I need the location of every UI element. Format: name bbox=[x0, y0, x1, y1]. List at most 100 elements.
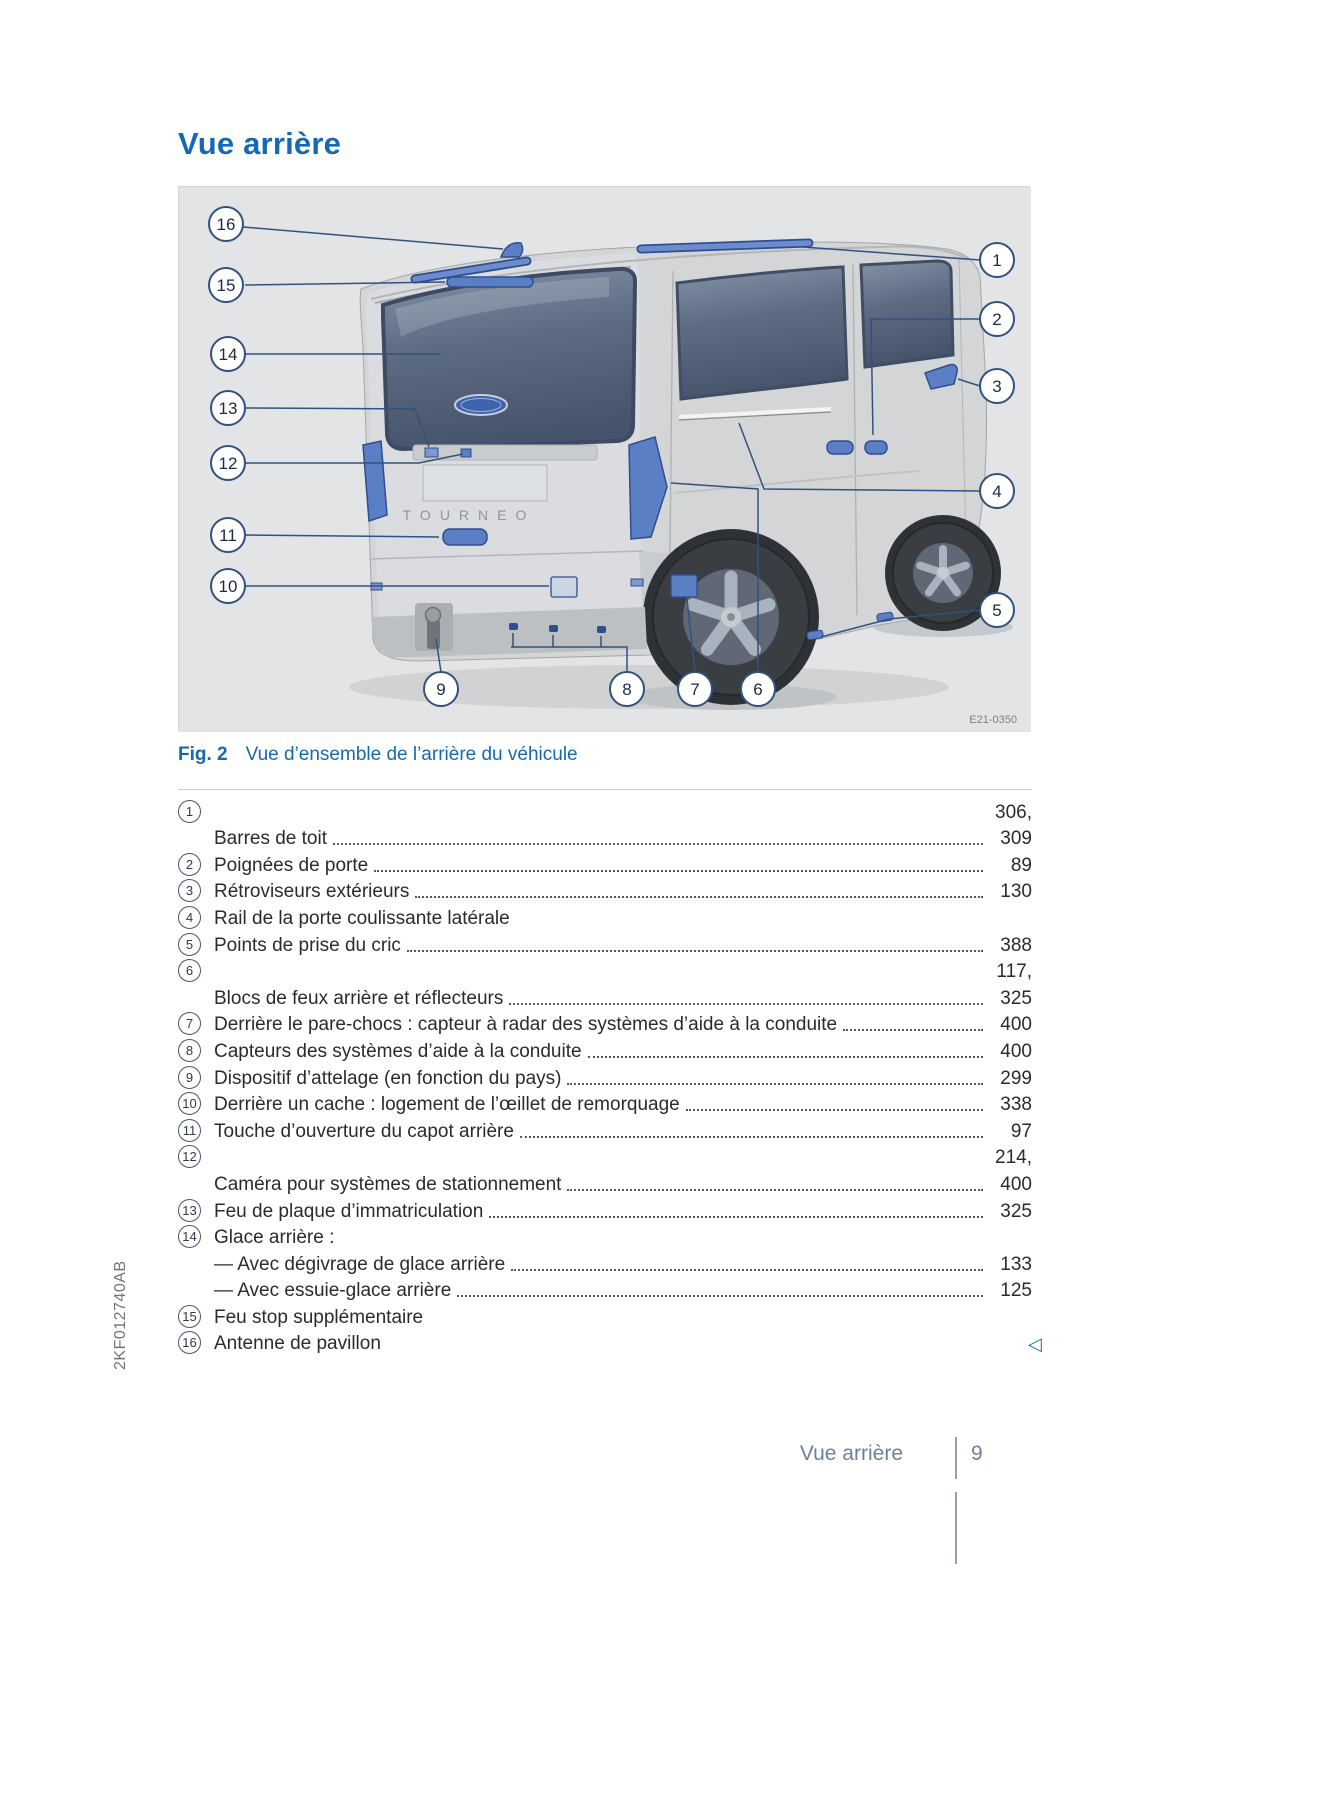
callout-15: 15 bbox=[208, 267, 244, 303]
legend-number-cell: 11 bbox=[178, 1118, 214, 1143]
legend-page-number: 309 bbox=[1000, 828, 1032, 850]
reflector-right bbox=[630, 578, 644, 587]
legend-item-number: 10 bbox=[178, 1092, 201, 1116]
figure-image-code: E21-0350 bbox=[969, 714, 1017, 726]
callout-1: 1 bbox=[979, 242, 1015, 278]
legend-row: 4 Rail de la porte coulissante latérale bbox=[178, 903, 1032, 930]
legend-number-cell: 6 bbox=[178, 959, 214, 983]
legend-number-cell: 5 bbox=[178, 932, 214, 957]
callout-14-number: 14 bbox=[219, 345, 238, 364]
callout-6-number: 6 bbox=[753, 680, 762, 699]
legend-row: — Avec essuie-glace arrière 125 bbox=[178, 1276, 1032, 1303]
callout-12-number: 12 bbox=[219, 454, 238, 473]
callout-15-number: 15 bbox=[217, 276, 236, 295]
legend-page-number: 97 bbox=[1010, 1120, 1032, 1142]
door-handle-front bbox=[864, 440, 888, 455]
radar-sensor bbox=[670, 574, 698, 598]
legend-item-number: 3 bbox=[178, 879, 201, 903]
figure-rear-view: TOURNEO bbox=[178, 186, 1031, 732]
callout-11-number: 11 bbox=[219, 526, 237, 545]
exterior-mirror bbox=[924, 363, 958, 390]
dotted-leader bbox=[567, 1082, 983, 1085]
legend-row: 3 Rétroviseurs extérieurs 130 bbox=[178, 877, 1032, 904]
callout-1-number: 1 bbox=[992, 251, 1001, 270]
callout-13: 13 bbox=[210, 390, 246, 426]
license-plate-recess bbox=[422, 464, 548, 502]
legend-page-number: 125 bbox=[1000, 1280, 1032, 1302]
legend-item-number: 7 bbox=[178, 1012, 201, 1036]
legend-row: 15 Feu stop supplémentaire bbox=[178, 1302, 1032, 1329]
legend-number-cell bbox=[178, 1172, 214, 1196]
callout-connector-lines bbox=[242, 226, 981, 673]
legend-item-label: Rail de la porte coulissante latérale bbox=[214, 907, 510, 929]
legend-item-label: Feu de plaque d’immatriculation bbox=[214, 1200, 484, 1222]
callout-13-number: 13 bbox=[219, 399, 238, 418]
legend-number-cell bbox=[178, 1278, 214, 1302]
legend-item-label: Dispositif d’attelage (en fonction du pa… bbox=[214, 1067, 562, 1089]
dotted-leader bbox=[457, 1295, 983, 1298]
callout-10-number: 10 bbox=[219, 577, 238, 596]
legend: 1 306, Barres de toit 309 2 Poignées de … bbox=[178, 797, 1032, 1355]
legend-item-label: — Avec dégivrage de glace arrière bbox=[214, 1253, 506, 1275]
legend-row: 8 Capteurs des systèmes d’aide à la cond… bbox=[178, 1036, 1032, 1063]
callout-16: 16 bbox=[208, 206, 244, 242]
legend-item-label: Rétroviseurs extérieurs bbox=[214, 881, 410, 903]
sliding-door-rail bbox=[678, 407, 832, 419]
legend-page-number: 306, bbox=[995, 801, 1032, 823]
legend-number-cell: 3 bbox=[178, 879, 214, 903]
legend-number-cell bbox=[178, 986, 214, 1010]
dotted-leader bbox=[489, 1215, 983, 1218]
legend-number-cell: 4 bbox=[178, 905, 214, 930]
legend-number-cell: 9 bbox=[178, 1065, 214, 1090]
legend-number-cell: 7 bbox=[178, 1012, 214, 1036]
figure-caption-text: Vue d’ensemble de l’arrière du véhicule bbox=[245, 744, 578, 765]
legend-item-number: 15 bbox=[178, 1304, 201, 1328]
tow-eye-cover bbox=[550, 576, 578, 598]
legend-item-number: 5 bbox=[178, 932, 201, 956]
page-title: Vue arrière bbox=[178, 126, 342, 161]
rear-wheel bbox=[643, 529, 819, 705]
callout-10: 10 bbox=[210, 568, 246, 604]
door-handle-sliding bbox=[826, 440, 854, 455]
legend-row: 9 Dispositif d’attelage (en fonction du … bbox=[178, 1063, 1032, 1090]
dotted-leader bbox=[685, 1109, 983, 1112]
front-wheel bbox=[885, 515, 1001, 631]
legend-page-number: 130 bbox=[1000, 881, 1032, 903]
figure-caption: Fig. 2 Vue d’ensemble de l’arrière du véh… bbox=[178, 744, 578, 766]
sliding-door-window bbox=[675, 265, 849, 401]
footer-divider-bar bbox=[955, 1437, 957, 1479]
callout-7: 7 bbox=[677, 671, 713, 707]
highlighted-parts bbox=[362, 238, 958, 641]
callout-7-number: 7 bbox=[690, 680, 699, 699]
callout-9-number: 9 bbox=[436, 680, 445, 699]
legend-item-label: Poignées de porte bbox=[214, 854, 369, 876]
callout-5-number: 5 bbox=[992, 601, 1001, 620]
jack-point-rear bbox=[806, 629, 824, 641]
legend-row: 1 306, bbox=[178, 797, 1032, 824]
callout-6: 6 bbox=[740, 671, 776, 707]
legend-page-number: 400 bbox=[1000, 1014, 1032, 1036]
footer-section-label: Vue arrière bbox=[799, 1442, 903, 1465]
figure-caption-label: Fig. 2 bbox=[178, 744, 228, 765]
high-mounted-brake-light bbox=[446, 276, 534, 288]
legend-page-number: 117, bbox=[996, 961, 1032, 983]
parking-sensors bbox=[509, 623, 606, 633]
legend-row: 13 Feu de plaque d’immatriculation 325 bbox=[178, 1196, 1032, 1223]
dotted-leader bbox=[511, 1268, 983, 1271]
vehicle-badge-text: TOURNEO bbox=[403, 507, 536, 523]
legend-page-number: 325 bbox=[1000, 1200, 1032, 1222]
legend-page-number: 325 bbox=[1000, 987, 1032, 1009]
dotted-leader bbox=[567, 1188, 983, 1191]
legend-item-label: Points de prise du cric bbox=[214, 934, 401, 956]
callout-16-number: 16 bbox=[217, 215, 236, 234]
callout-5: 5 bbox=[979, 592, 1015, 628]
dotted-leader bbox=[333, 843, 983, 846]
legend-item-number: 13 bbox=[178, 1198, 201, 1222]
legend-item-label: Antenne de pavillon bbox=[214, 1333, 381, 1355]
legend-page-number: 400 bbox=[1000, 1040, 1032, 1062]
dotted-leader bbox=[374, 869, 983, 872]
legend-row: 2 Poignées de porte 89 bbox=[178, 850, 1032, 877]
callout-4: 4 bbox=[979, 473, 1015, 509]
footer-lower-bar bbox=[955, 1492, 957, 1564]
legend-row: 14 Glace arrière : bbox=[178, 1223, 1032, 1250]
